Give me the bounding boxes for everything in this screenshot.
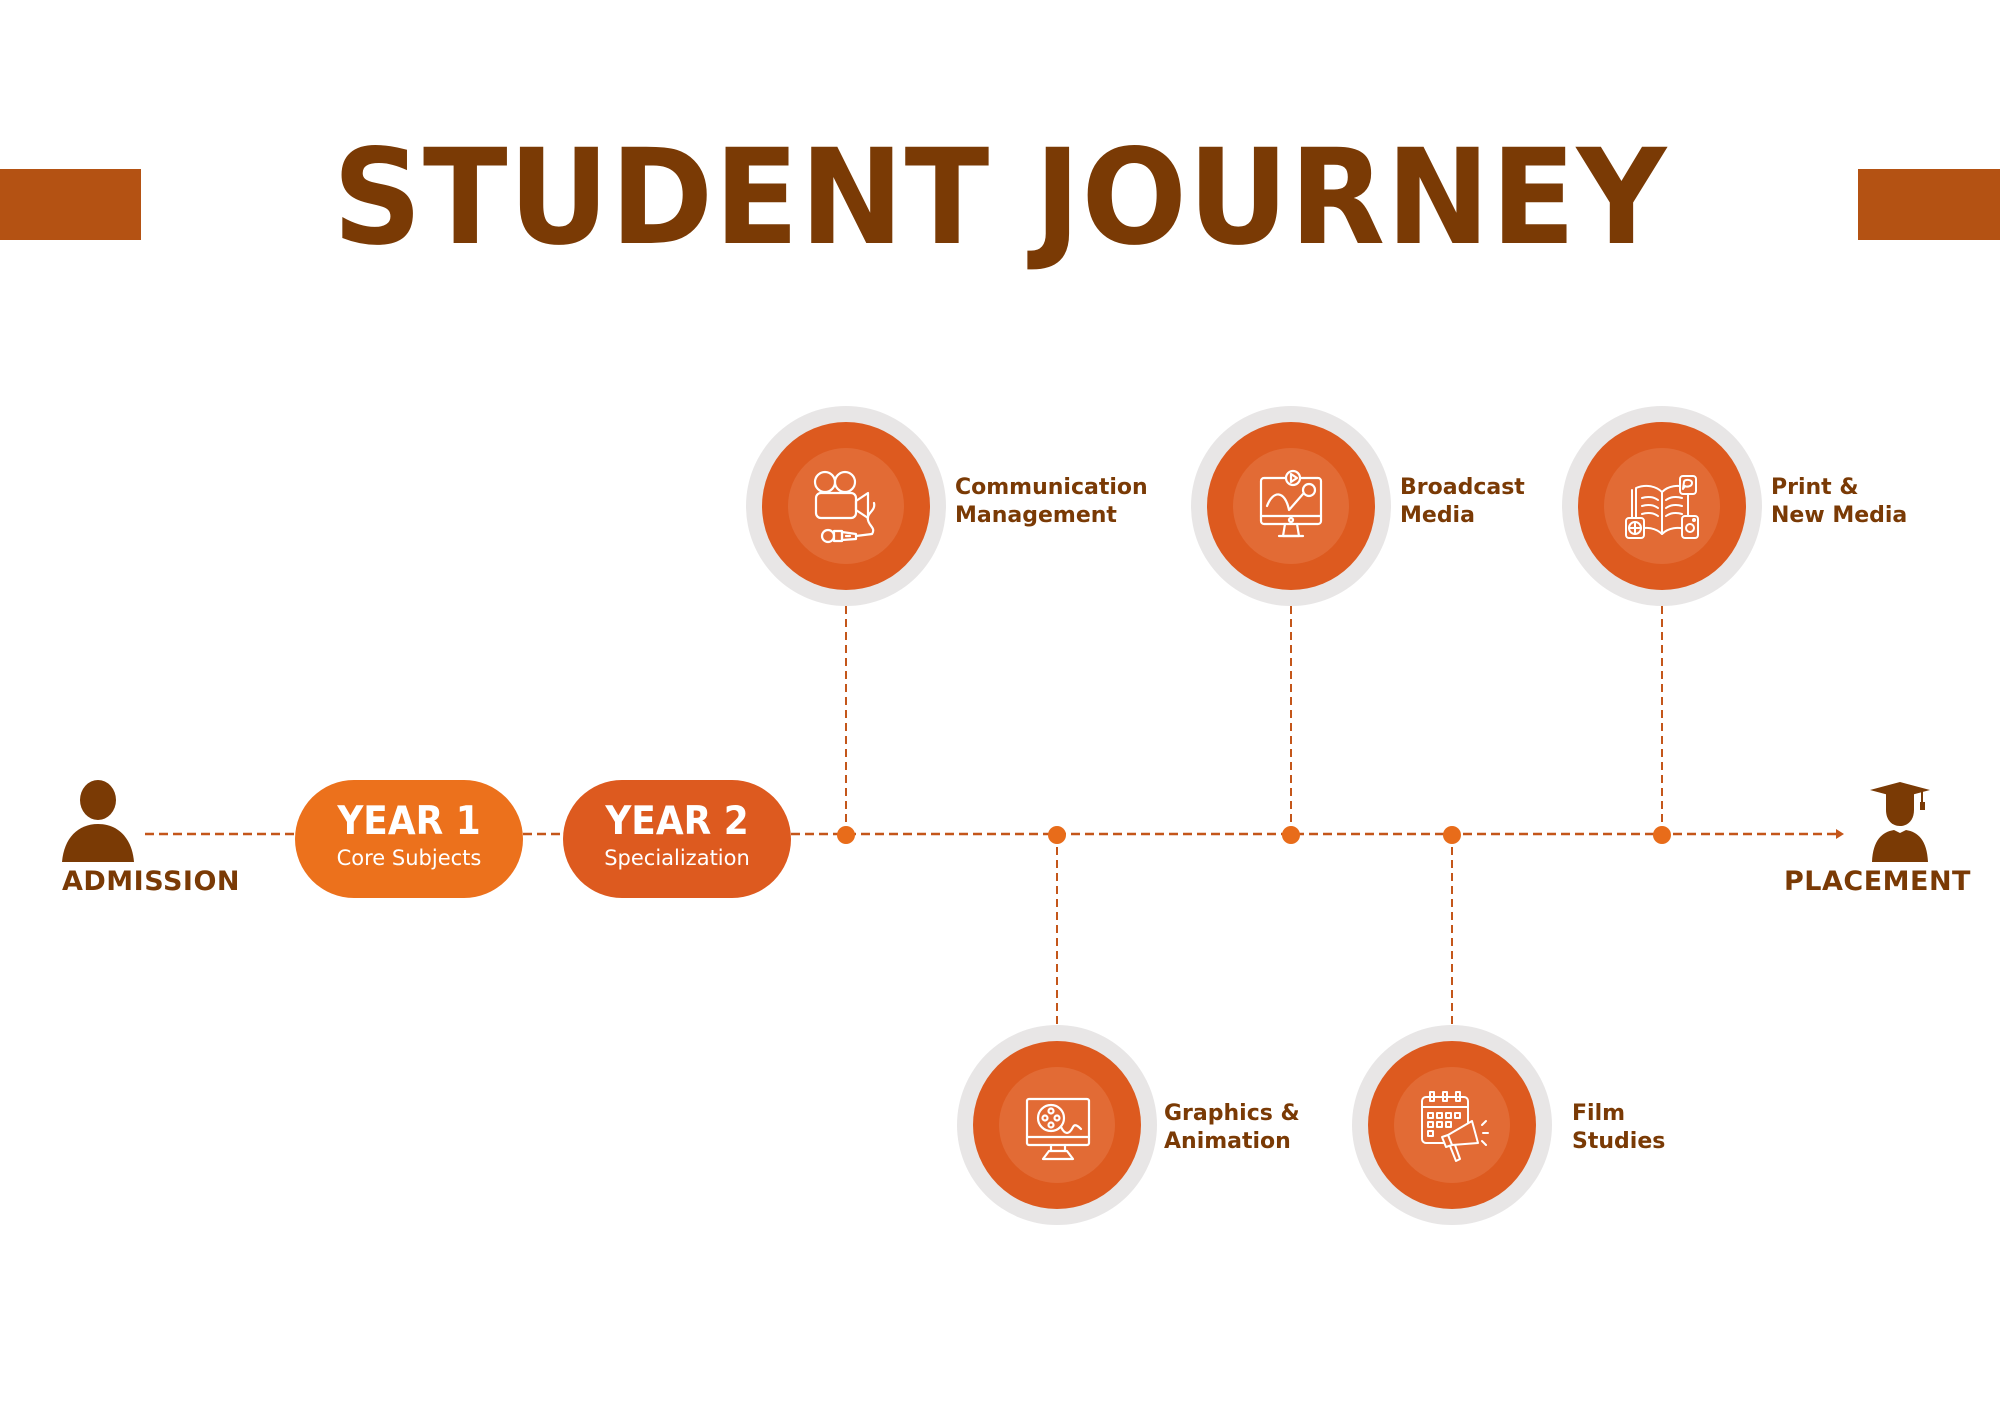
monitor-broadcast-icon bbox=[1259, 469, 1323, 538]
title-decoration-left bbox=[0, 169, 141, 240]
timeline-arrowhead bbox=[1836, 829, 1844, 839]
timeline-dot-film bbox=[1443, 826, 1461, 844]
label-communication-management: Communication Management bbox=[955, 475, 1148, 528]
monitor-film-reel-icon bbox=[1025, 1097, 1091, 1161]
label-film-studies: Film Studies bbox=[1572, 1101, 1666, 1154]
year-1-subtitle: Core Subjects bbox=[336, 846, 482, 870]
timeline-dot-communication bbox=[837, 826, 855, 844]
person-icon bbox=[58, 780, 138, 862]
label-print-new-media: Print & New Media bbox=[1771, 475, 1908, 528]
year-1-pill: YEAR 1 Core Subjects bbox=[295, 780, 523, 898]
calendar-megaphone-icon bbox=[1421, 1091, 1489, 1162]
label-graphics-animation: Graphics & Animation bbox=[1164, 1101, 1300, 1154]
placement-label: PLACEMENT bbox=[1784, 866, 1971, 897]
node-film-studies bbox=[1352, 1025, 1552, 1225]
timeline-dot-print bbox=[1653, 826, 1671, 844]
label-broadcast-media: Broadcast Media bbox=[1400, 475, 1525, 528]
node-communication-management bbox=[746, 406, 946, 606]
graduate-icon bbox=[1868, 780, 1932, 862]
year-2-title: YEAR 2 bbox=[605, 799, 749, 844]
timeline-dot-broadcast bbox=[1282, 826, 1300, 844]
year-2-pill: YEAR 2 Specialization bbox=[563, 780, 791, 898]
book-social-media-icon bbox=[1625, 475, 1699, 539]
node-print-new-media bbox=[1562, 406, 1762, 606]
admission-label: ADMISSION bbox=[62, 866, 240, 897]
node-graphics-animation bbox=[957, 1025, 1157, 1225]
year-1-title: YEAR 1 bbox=[337, 799, 481, 844]
node-broadcast-media bbox=[1191, 406, 1391, 606]
title-decoration-right bbox=[1858, 169, 2000, 240]
page-title: STUDENT JOURNEY bbox=[332, 121, 1668, 275]
year-2-subtitle: Specialization bbox=[604, 846, 750, 870]
timeline-dot-graphics bbox=[1048, 826, 1066, 844]
video-camera-microphone-icon bbox=[813, 470, 876, 544]
